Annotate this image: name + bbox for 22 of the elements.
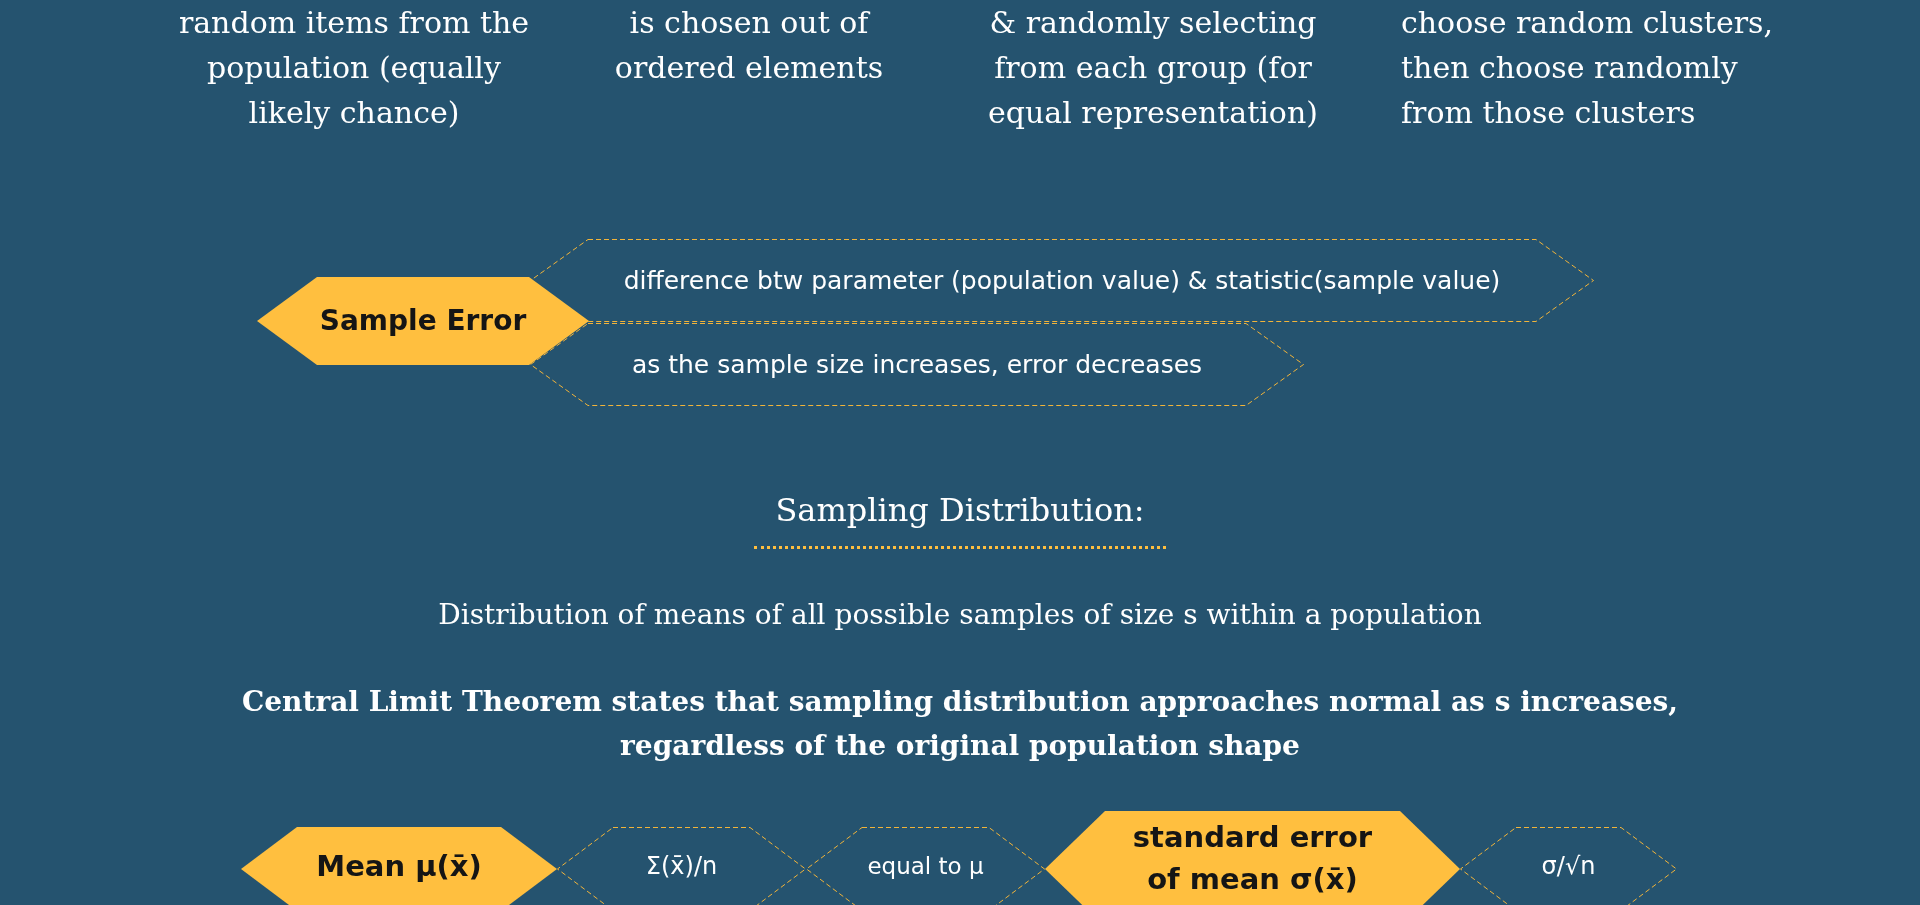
term-label: standard error of mean σ(x̄) xyxy=(1131,819,1374,898)
definition-text: equal to μ xyxy=(867,852,984,881)
description-text: choose random clusters, then choose randomly from those clusters xyxy=(1401,4,1774,132)
description-text: & randomly selecting from each group (for equal representation) xyxy=(987,4,1319,132)
description-text: random items from the population (equally likely chance) xyxy=(177,4,531,132)
description-text: is chosen out of ordered elements xyxy=(613,4,885,87)
definition-text: difference btw parameter (population value) & statistic(sample value) xyxy=(623,264,1501,297)
term-label: Sample Error xyxy=(319,304,527,338)
term-label: Mean μ(x̄) xyxy=(316,848,482,884)
hexagon-tag xyxy=(1045,811,1460,905)
formula-text: σ/√n xyxy=(1541,851,1596,881)
dashed-hexagon xyxy=(530,323,1304,406)
section-heading: Sampling Distribution: xyxy=(775,490,1145,531)
dashed-hexagon xyxy=(1460,827,1677,905)
hexagon-tag xyxy=(257,277,589,365)
formula-text: Σ(x̄)/n xyxy=(645,851,718,881)
dashed-hexagon xyxy=(557,827,806,905)
hexagon-tag xyxy=(241,827,557,905)
definition-text: Distribution of means of all possible samples of size s within a population xyxy=(438,597,1482,633)
theorem-text: Central Limit Theorem states that sampling distribution approaches normal as s increases, regardless of the original population shape xyxy=(241,684,1679,764)
dashed-hexagon xyxy=(806,827,1045,905)
definition-text: as the sample size increases, error decreases xyxy=(631,348,1203,381)
